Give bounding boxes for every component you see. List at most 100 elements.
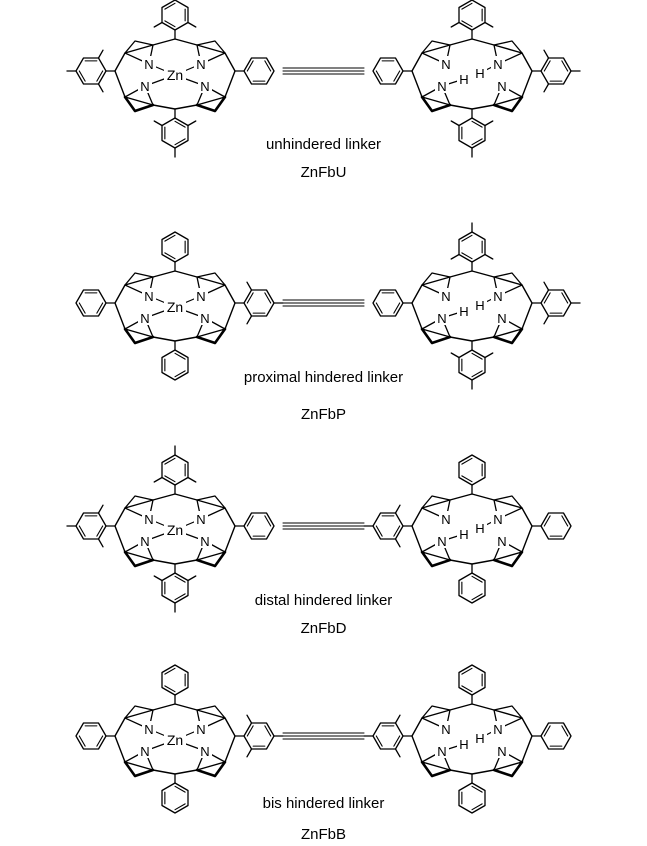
bond — [484, 352, 494, 359]
label-mask — [439, 721, 453, 736]
ring-outline — [243, 289, 275, 317]
bond — [471, 575, 483, 583]
bond — [393, 735, 401, 747]
bond — [246, 292, 254, 304]
bond — [97, 504, 104, 514]
nitrogen-label: N — [437, 311, 446, 326]
caption-unhindered: unhindered linker — [265, 136, 382, 153]
bond — [394, 714, 401, 724]
bond — [471, 352, 483, 360]
pyrrole-bold — [420, 760, 452, 778]
pyrrole-bold — [420, 327, 452, 345]
ring-outline — [540, 57, 572, 85]
metal-label: Zn — [167, 732, 183, 748]
code-znfbd: ZnFbD — [300, 620, 347, 637]
label-mask — [439, 56, 453, 71]
bond — [174, 593, 186, 601]
label-mask — [495, 743, 509, 758]
metal-label: Zn — [167, 522, 183, 538]
pyrrole — [124, 272, 154, 286]
label-mask — [142, 721, 156, 736]
bond — [461, 685, 473, 693]
label-mask — [198, 533, 212, 548]
bond — [246, 315, 253, 325]
nitrogen-label: N — [200, 744, 209, 759]
mesityl-ring — [450, 340, 494, 390]
bond — [394, 538, 401, 548]
mesityl-ring — [153, 108, 197, 158]
nitrogen-label: N — [441, 512, 450, 527]
phenyl-ring — [161, 340, 189, 381]
macrocycle — [411, 703, 533, 775]
phenyl-ring — [161, 773, 189, 814]
ring-outline — [540, 512, 572, 540]
ring-outline — [161, 231, 189, 263]
bond — [450, 352, 460, 359]
bond — [164, 252, 176, 260]
phenyl-ring — [531, 722, 572, 750]
hydrogen-label: H — [459, 72, 468, 87]
pyrrole — [196, 272, 226, 286]
nitrogen-label: N — [144, 512, 153, 527]
bond — [246, 714, 253, 724]
nitrogen-label: N — [196, 289, 205, 304]
pyrrole-bold — [123, 550, 155, 568]
bond — [394, 504, 401, 514]
pyrrole-bold — [195, 760, 227, 778]
nitrogen-label: N — [437, 79, 446, 94]
bond — [394, 748, 401, 758]
pyrrole — [421, 495, 451, 509]
label-mask — [473, 65, 487, 80]
label-mask — [164, 732, 186, 747]
bond — [78, 302, 86, 314]
bond — [561, 60, 569, 72]
ring-outline — [243, 512, 275, 540]
macrocycle — [411, 493, 533, 565]
bond — [484, 120, 494, 127]
bond — [96, 525, 104, 537]
ring-outline — [243, 722, 275, 750]
mesityl-ring — [66, 49, 116, 93]
nitrogen-label: N — [497, 534, 506, 549]
ring-outline — [540, 722, 572, 750]
ring-outline — [372, 512, 404, 540]
label-mask — [491, 511, 505, 526]
mesityl-ring — [363, 504, 413, 548]
phenyl-ring — [531, 512, 572, 540]
hydrogen-label: H — [459, 527, 468, 542]
label-mask — [457, 71, 471, 86]
bond — [78, 525, 86, 537]
bond — [543, 60, 551, 72]
bond — [543, 49, 550, 59]
label-mask — [473, 297, 487, 312]
ring-outline — [372, 722, 404, 750]
ring-outline — [372, 57, 404, 85]
label-mask — [142, 288, 156, 303]
phenyl-ring — [458, 773, 486, 814]
bond — [246, 281, 253, 291]
pyrrole — [421, 40, 451, 54]
macrocycle — [411, 270, 533, 342]
bond — [174, 785, 186, 793]
nitrogen-label: N — [200, 311, 209, 326]
mesityl-ring — [234, 281, 284, 325]
hydrogen-label: H — [475, 66, 484, 81]
nitrogen-label: N — [196, 512, 205, 527]
code-znfbp: ZnFbP — [300, 406, 346, 423]
bond — [461, 457, 473, 465]
ring-outline — [75, 722, 107, 750]
bond — [78, 735, 86, 747]
pyrrole-bold — [492, 550, 524, 568]
nitrogen-label: N — [437, 534, 446, 549]
pyrrole-bold — [492, 760, 524, 778]
mesityl-ring — [153, 563, 197, 613]
nitrogen-label: N — [196, 722, 205, 737]
pyrrole-bold — [492, 95, 524, 113]
bond — [97, 83, 104, 93]
pyrrole-bold — [195, 95, 227, 113]
metal-label: Zn — [167, 299, 183, 315]
